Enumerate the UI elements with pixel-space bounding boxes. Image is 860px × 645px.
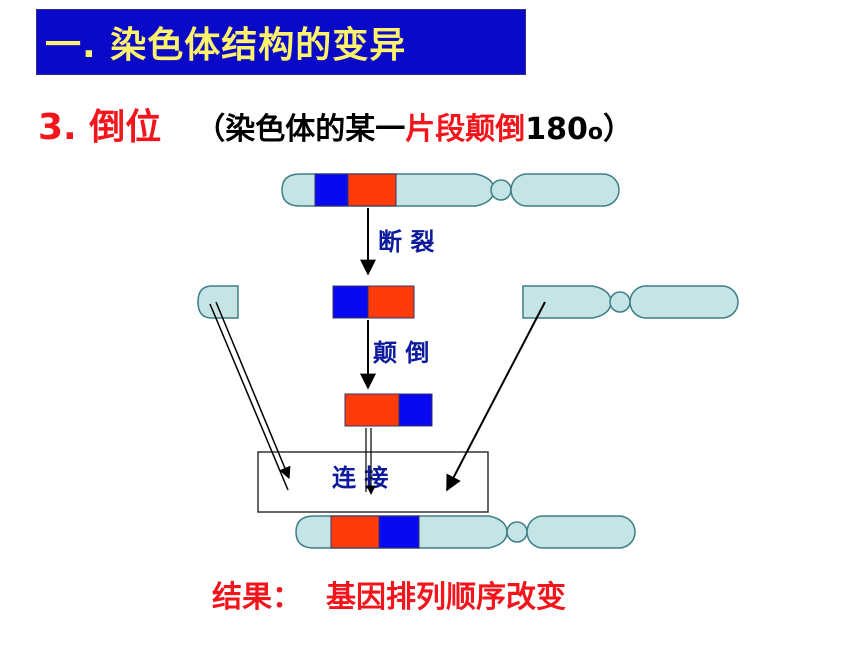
degree-symbol: o (587, 120, 604, 145)
middle-segment-blue (332, 285, 369, 319)
subtitle-line: 3. 倒位 （染色体的某一 片段颠倒 180 o ） (38, 98, 633, 150)
result-text: 基因排列顺序改变 (326, 580, 566, 615)
original-centromere (490, 179, 512, 201)
center-join-arrow (365, 428, 376, 495)
right-join-arrow (446, 301, 546, 492)
definition-degrees: 180 (525, 112, 588, 147)
definition-suffix: ） (603, 112, 634, 147)
result-line: 结果： 基因排列顺序改变 (212, 572, 566, 616)
result-centromere (506, 521, 528, 543)
original-segment-red (347, 173, 397, 207)
broken-middle-segment (332, 285, 415, 319)
inverted-segment-red (344, 393, 400, 427)
right-piece-arm (522, 285, 612, 319)
broken-right-piece (522, 285, 739, 319)
left-piece-shape (197, 285, 239, 319)
original-short-arm (510, 173, 620, 207)
inverted-segment-blue (398, 393, 433, 427)
result-short-arm (526, 515, 636, 549)
right-piece-short-arm (629, 285, 739, 319)
result-label: 结果： (212, 580, 302, 615)
definition-prefix: （染色体的某一 (195, 112, 406, 147)
broken-left-piece (197, 285, 239, 319)
join-label: 连 接 (332, 464, 388, 492)
result-segment-red (330, 515, 380, 549)
left-join-arrow (209, 301, 291, 491)
slide-title: 一. 染色体结构的变异 (45, 25, 407, 66)
definition-highlight: 片段颠倒 (405, 112, 526, 147)
original-chromosome (281, 173, 620, 207)
result-chromosome (295, 515, 636, 549)
original-segment-blue (314, 173, 349, 207)
right-piece-centromere (609, 291, 631, 313)
break-label: 断 裂 (378, 228, 434, 256)
middle-segment-red (367, 285, 415, 319)
invert-label: 颠 倒 (373, 339, 429, 367)
inverted-segment (344, 393, 433, 427)
section-heading: 3. 倒位 (38, 107, 162, 148)
title-bar: 一. 染色体结构的变异 (36, 9, 526, 75)
result-segment-blue (378, 515, 420, 549)
